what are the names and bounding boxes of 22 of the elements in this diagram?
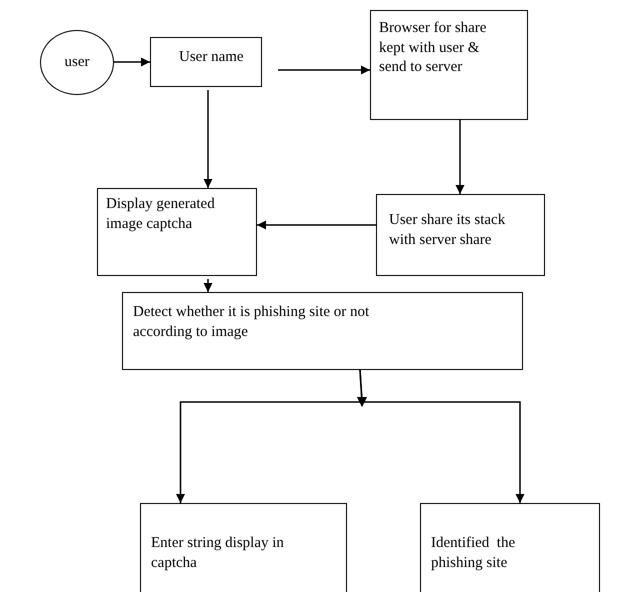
process-box: [420, 503, 600, 592]
arrow: [278, 66, 370, 74]
arrow: [456, 120, 464, 194]
node-label: User share its stack with server share: [389, 212, 506, 248]
node-label: Detect whether it is phishing site or not according to image: [133, 304, 370, 340]
process-box: [370, 10, 528, 120]
process-box: [140, 503, 347, 592]
node-label: Browser for share kept with user & send to server: [379, 20, 488, 75]
node-label: Identified the phishing site: [431, 535, 516, 570]
process-box: [97, 188, 257, 276]
node-label: Display generated image captcha: [106, 196, 216, 232]
process-box: [150, 37, 262, 87]
arrow: [204, 279, 212, 292]
node-label: User name: [179, 49, 244, 65]
arrow: [357, 370, 524, 503]
node-label: Enter string display in captcha: [151, 535, 285, 570]
process-box: [376, 194, 545, 276]
arrow: [204, 90, 212, 188]
arrow: [257, 220, 376, 230]
node-label: user: [64, 52, 90, 72]
process-box: [122, 292, 523, 370]
arrow: [114, 58, 150, 66]
